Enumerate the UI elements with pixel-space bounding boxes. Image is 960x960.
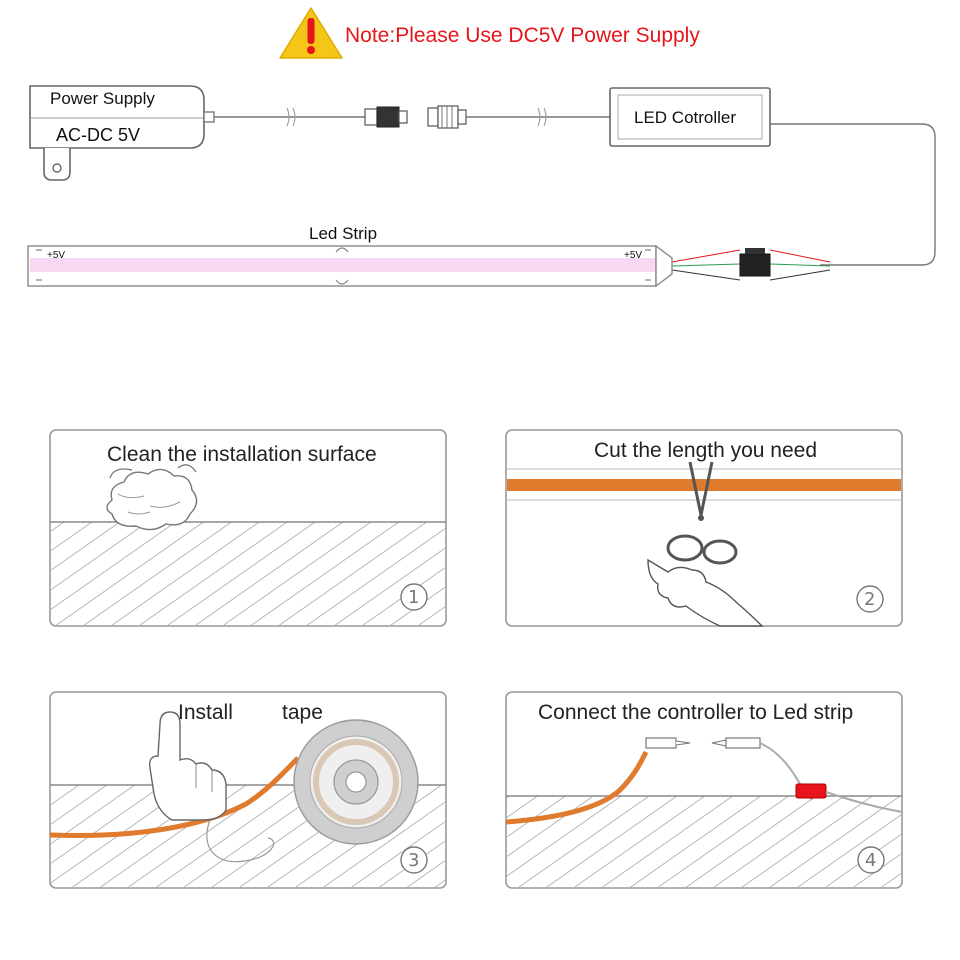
step-1-label: Clean the installation surface <box>107 443 377 466</box>
strip-voltage-right: +5V <box>624 250 642 261</box>
power-supply-title: Power Supply <box>50 89 155 108</box>
power-supply-adapter <box>29 85 215 181</box>
step-3-label-a: Install <box>178 701 233 724</box>
tape-reel-icon <box>293 719 419 845</box>
step-3-label-b: tape <box>282 701 323 724</box>
step-3-panel <box>49 691 447 889</box>
step-2-panel <box>505 429 903 627</box>
step-2-label: Cut the length you need <box>594 439 817 462</box>
power-supply-note: Note:Please Use DC5V Power Supply <box>345 24 700 47</box>
hand-with-cloth-icon <box>106 464 198 531</box>
led-strip-label: Led Strip <box>309 224 377 243</box>
strip-connector <box>671 248 831 281</box>
led-controller-box <box>609 87 771 147</box>
dc-cable <box>214 107 365 127</box>
hand-icon <box>647 558 764 627</box>
warning-triangle-icon <box>279 7 343 59</box>
step-1-panel <box>49 429 447 627</box>
pressing-hand-icon <box>148 711 227 821</box>
dc-plug-female <box>427 105 467 129</box>
power-supply-spec: AC-DC 5V <box>56 125 140 145</box>
dc-plug-male <box>364 106 408 128</box>
controller-input-cable <box>466 107 610 127</box>
connector-pair-icon <box>645 737 761 749</box>
step-3-number: 3 <box>408 850 419 871</box>
scissors-icon <box>666 461 738 565</box>
inline-controller-icon <box>795 783 827 799</box>
step-4-number: 4 <box>865 850 876 871</box>
orange-tape-strip <box>507 479 901 491</box>
led-controller-label: LED Cotroller <box>634 108 736 127</box>
step-1-number: 1 <box>408 587 419 608</box>
led-strip <box>27 244 673 288</box>
step-2-number: 2 <box>864 589 875 610</box>
controller-output-cable <box>770 123 936 266</box>
step-4-panel <box>505 691 903 889</box>
step-4-label: Connect the controller to Led strip <box>538 701 853 724</box>
strip-voltage-left: +5V <box>47 250 65 261</box>
